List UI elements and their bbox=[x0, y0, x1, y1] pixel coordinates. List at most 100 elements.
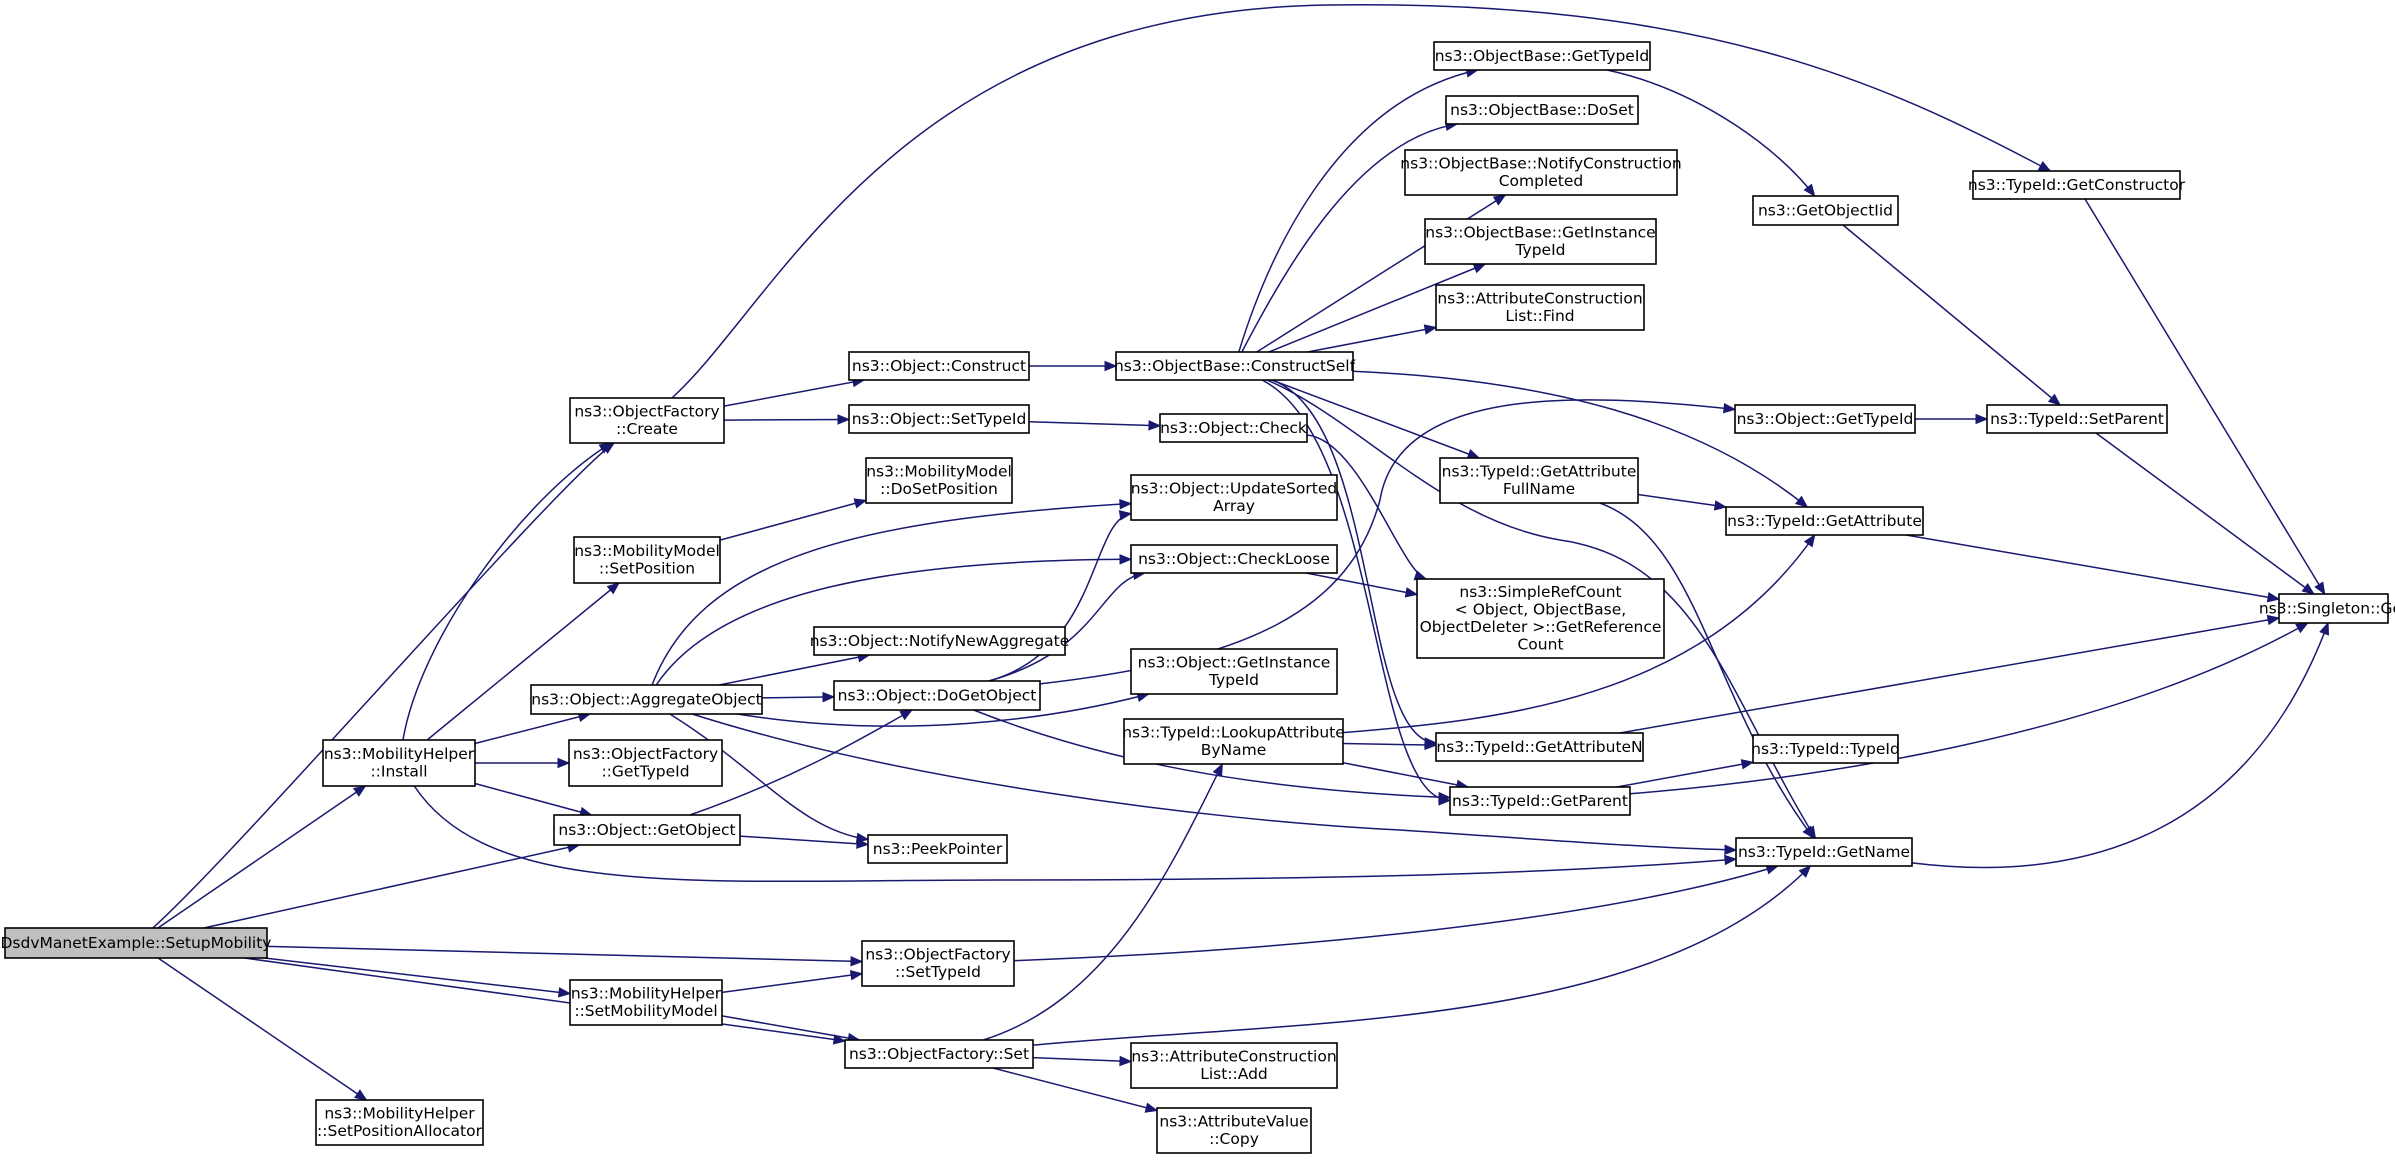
node-label-line: ns3::Object::GetInstance bbox=[1138, 654, 1331, 672]
node-singleton-get[interactable]: ns3::Singleton::Get bbox=[2259, 593, 2395, 624]
node-box bbox=[1130, 648, 1338, 695]
node-box bbox=[1734, 404, 1916, 434]
node-get-object[interactable]: ns3::Object::GetObject bbox=[553, 814, 741, 846]
node-label-line: ns3::ObjectFactory bbox=[574, 403, 719, 421]
node-label-line: ns3::TypeId::LookupAttribute bbox=[1122, 724, 1345, 742]
node-mh-setposalloc[interactable]: ns3::MobilityHelper::SetPositionAllocato… bbox=[315, 1099, 484, 1146]
node-box bbox=[1416, 578, 1665, 659]
node-box bbox=[833, 680, 1041, 711]
node-obj-checkloose[interactable]: ns3::Object::CheckLoose bbox=[1130, 544, 1338, 574]
node-label-line: ns3::ObjectFactory::Set bbox=[849, 1045, 1029, 1063]
node-label-line: ns3::ObjectBase::ConstructSelf bbox=[1114, 357, 1356, 375]
node-typeid-setparent[interactable]: ns3::TypeId::SetParent bbox=[1986, 404, 2168, 434]
node-label-line: ns3::PeekPointer bbox=[873, 840, 1003, 858]
edge-typeid_getattrfullname-to-typeid_getname bbox=[1599, 502, 1815, 840]
node-label-line: ObjectDeleter >::GetReference bbox=[1420, 618, 1662, 636]
node-typeid-getconstructor[interactable]: ns3::TypeId::GetConstructor bbox=[1968, 170, 2186, 200]
node-mh-install[interactable]: ns3::MobilityHelper::Install bbox=[322, 739, 476, 787]
node-box bbox=[848, 351, 1030, 381]
edge-obj_aggregate-to-typeid_getname bbox=[691, 713, 1738, 855]
node-obj-notifynewaggregate[interactable]: ns3::Object::NotifyNewAggregate bbox=[810, 626, 1070, 656]
node-obj-dogetobject[interactable]: ns3::Object::DoGetObject bbox=[833, 680, 1041, 711]
node-of-create[interactable]: ns3::ObjectFactory::Create bbox=[569, 397, 725, 444]
node-box bbox=[865, 457, 1013, 504]
node-typeid-getattribute[interactable]: ns3::TypeId::GetAttribute bbox=[1725, 506, 1924, 536]
node-simplerefcount[interactable]: ns3::SimpleRefCount< Object, ObjectBase,… bbox=[1416, 578, 1665, 659]
node-label-line: ns3::ObjectBase::NotifyConstruction bbox=[1400, 155, 1681, 173]
node-label-line: ns3::Object::Check bbox=[1160, 419, 1307, 437]
edge-root-to-mh_setmobilitymodel bbox=[264, 957, 572, 998]
edge-mh_install-to-typeid_getname bbox=[413, 785, 1738, 883]
node-label-line: ns3::TypeId::GetName bbox=[1738, 843, 1910, 861]
node-typeid-typeid[interactable]: ns3::TypeId::TypeId bbox=[1751, 734, 1900, 764]
node-of-settypeid[interactable]: ns3::ObjectFactory::SetTypeId bbox=[861, 940, 1015, 987]
node-label-line: ns3::MobilityHelper bbox=[571, 985, 722, 1003]
edge-of_set-to-typeid_lookupattr bbox=[983, 762, 1224, 1041]
edge-getobjectiid-to-typeid_setparent bbox=[1842, 224, 2062, 406]
node-ob-notifyconstruction[interactable]: ns3::ObjectBase::NotifyConstructionCompl… bbox=[1400, 149, 1682, 196]
edge-ob_constructself-to-acl_find bbox=[1307, 324, 1438, 353]
node-box bbox=[1445, 95, 1639, 125]
node-box bbox=[1435, 284, 1645, 331]
node-mm-dosetposition[interactable]: ns3::MobilityModel::DoSetPosition bbox=[865, 457, 1013, 504]
edge-ob_constructself-to-typeid_getattribute bbox=[1352, 370, 1809, 508]
node-obj-settypeid[interactable]: ns3::Object::SetTypeId bbox=[848, 404, 1030, 434]
node-obj-check[interactable]: ns3::Object::Check bbox=[1159, 413, 1308, 443]
node-typeid-getname[interactable]: ns3::TypeId::GetName bbox=[1735, 837, 1913, 867]
node-av-copy[interactable]: ns3::AttributeValue::Copy bbox=[1156, 1107, 1312, 1154]
node-obj-construct[interactable]: ns3::Object::Construct bbox=[848, 351, 1030, 381]
node-box bbox=[1986, 404, 2168, 434]
node-label-line: Array bbox=[1213, 497, 1255, 515]
node-of-set[interactable]: ns3::ObjectFactory::Set bbox=[844, 1039, 1034, 1069]
node-getobjectiid[interactable]: ns3::GetObjectIid bbox=[1752, 195, 1899, 226]
edge-typeid_getname-to-singleton_get bbox=[1911, 621, 2330, 869]
edge-obj_settypeid-to-obj_check bbox=[1028, 420, 1162, 431]
node-obj-aggregate[interactable]: ns3::Object::AggregateObject bbox=[530, 684, 763, 715]
node-box bbox=[569, 979, 723, 1026]
node-ob-constructself[interactable]: ns3::ObjectBase::ConstructSelf bbox=[1114, 351, 1356, 381]
node-label-line: ns3::TypeId::TypeId bbox=[1751, 740, 1900, 758]
node-box bbox=[315, 1099, 484, 1146]
node-obj-gettypeid[interactable]: ns3::Object::GetTypeId bbox=[1734, 404, 1916, 434]
edge-obj_aggregate-to-obj_updatesorted bbox=[651, 498, 1133, 686]
node-typeid-getparent[interactable]: ns3::TypeId::GetParent bbox=[1449, 786, 1631, 816]
node-box bbox=[1449, 786, 1631, 816]
node-ob-doset[interactable]: ns3::ObjectBase::DoSet bbox=[1445, 95, 1639, 125]
node-mh-setmobilitymodel[interactable]: ns3::MobilityHelper::SetMobilityModel bbox=[569, 979, 723, 1026]
node-label-line: < Object, ObjectBase, bbox=[1455, 601, 1626, 619]
node-label-line: ns3::GetObjectIid bbox=[1758, 201, 1893, 219]
node-label-line: ns3::ObjectFactory bbox=[865, 946, 1010, 964]
node-label-line: ns3::Object::GetTypeId bbox=[1737, 410, 1914, 428]
node-box bbox=[1439, 457, 1639, 504]
node-label-line: ns3::SimpleRefCount bbox=[1459, 583, 1621, 601]
node-label-line: ::Create bbox=[616, 420, 678, 438]
edge-mh_install-to-mm_setposition bbox=[426, 582, 620, 741]
node-mm-setposition[interactable]: ns3::MobilityModel::SetPosition bbox=[573, 536, 721, 584]
edge-of_create-to-obj_settypeid bbox=[723, 414, 851, 425]
node-root[interactable]: DsdvManetExample::SetupMobility bbox=[0, 927, 272, 959]
node-label-line: ns3::ObjectFactory bbox=[573, 745, 718, 763]
node-box bbox=[1130, 544, 1338, 574]
node-box bbox=[1752, 734, 1899, 764]
node-of-gettypeid[interactable]: ns3::ObjectFactory::GetTypeId bbox=[568, 739, 723, 787]
node-label-line: ns3::TypeId::GetConstructor bbox=[1968, 176, 2186, 194]
node-typeid-getattributen[interactable]: ns3::TypeId::GetAttributeN bbox=[1435, 732, 1644, 762]
node-label-line: ::DoSetPosition bbox=[880, 480, 998, 498]
node-label-line: ns3::ObjectBase::DoSet bbox=[1450, 101, 1634, 119]
edge-obj_construct-to-ob_constructself bbox=[1029, 360, 1118, 372]
node-label-line: ns3::Object::DoGetObject bbox=[838, 686, 1037, 704]
node-ob-gettypeid[interactable]: ns3::ObjectBase::GetTypeId bbox=[1433, 41, 1651, 71]
edge-get_object-to-peekpointer bbox=[739, 835, 870, 849]
node-box bbox=[844, 1039, 1034, 1069]
node-box bbox=[1159, 413, 1308, 443]
edge-root-to-get_object bbox=[203, 842, 581, 929]
node-label-line: ns3::Object::Construct bbox=[852, 357, 1026, 375]
node-peekpointer[interactable]: ns3::PeekPointer bbox=[867, 834, 1008, 864]
